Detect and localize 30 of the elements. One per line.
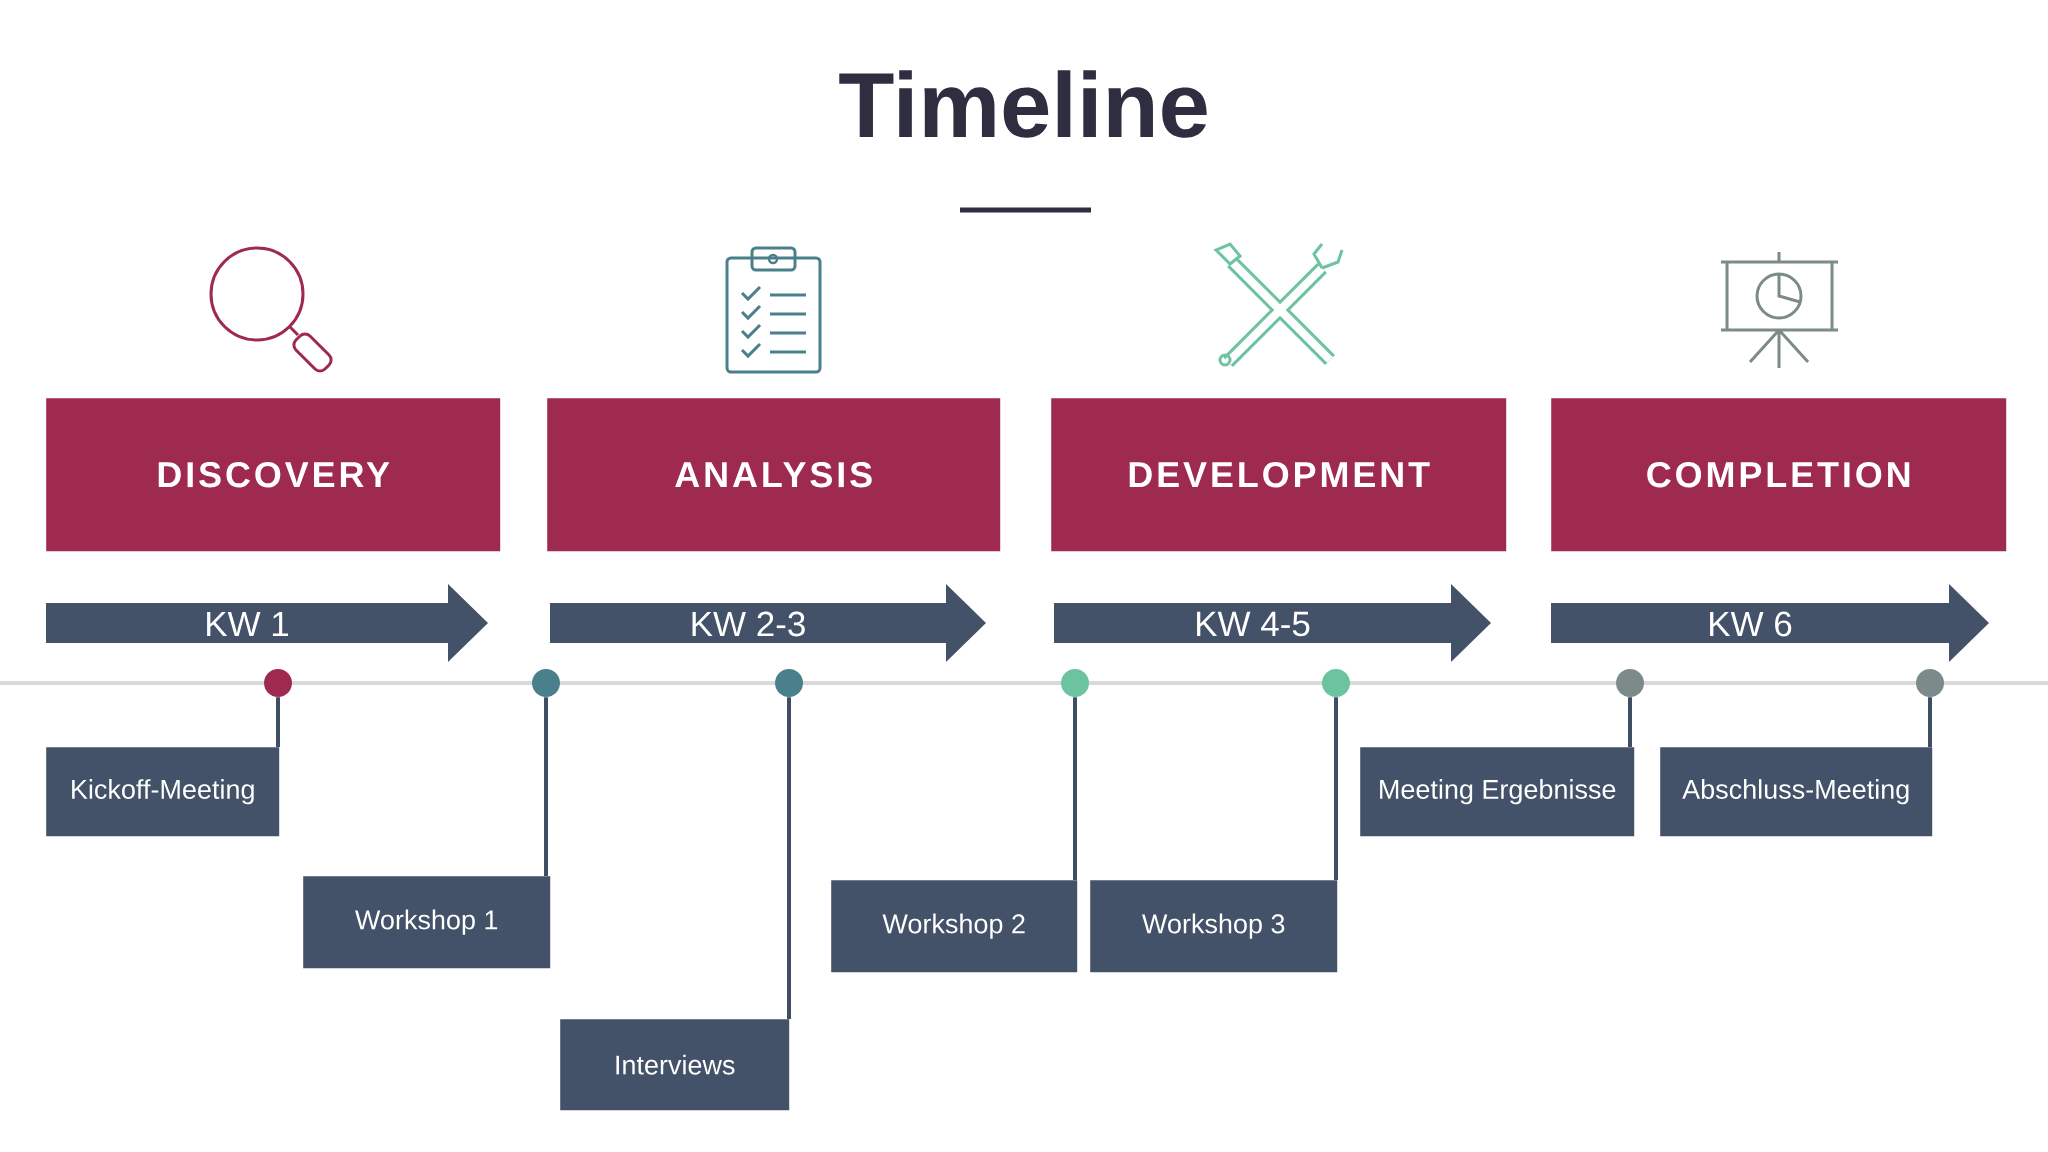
event-box: Meeting Ergebnisse <box>1360 747 1635 837</box>
phase-box: DEVELOPMENT <box>1051 398 1507 552</box>
timeline-dot <box>1061 669 1089 697</box>
title: Timeline <box>839 70 1207 138</box>
timeline-dot <box>775 669 803 697</box>
timeline-dot <box>1616 669 1644 697</box>
week-banner: KW 4-5 <box>1054 584 1491 662</box>
phase-box: ANALYSIS <box>547 398 1001 552</box>
timeline-dot <box>532 669 560 697</box>
leader-line <box>1928 697 1932 747</box>
leader-line <box>1334 697 1338 880</box>
event-box: Interviews <box>560 1019 790 1111</box>
event-box: Kickoff-Meeting <box>46 747 280 837</box>
timeline-dot <box>1916 669 1944 697</box>
leader-line <box>1628 697 1632 747</box>
week-banner: KW 6 <box>1551 584 1989 662</box>
event-box: Workshop 3 <box>1090 880 1338 973</box>
phase-box: COMPLETION <box>1551 398 2007 552</box>
leader-line <box>276 697 280 747</box>
phase-box: DISCOVERY <box>46 398 501 552</box>
leader-line <box>544 697 548 876</box>
leader-line <box>1073 697 1077 880</box>
event-box: Workshop 1 <box>303 876 551 969</box>
timeline-dot <box>264 669 292 697</box>
timeline-dot <box>1322 669 1350 697</box>
leader-line <box>787 697 791 1019</box>
week-banner: KW 1 <box>46 584 488 662</box>
week-banner: KW 2-3 <box>550 584 986 662</box>
event-box: Workshop 2 <box>831 880 1078 973</box>
event-box: Abschluss-Meeting <box>1660 747 1933 837</box>
